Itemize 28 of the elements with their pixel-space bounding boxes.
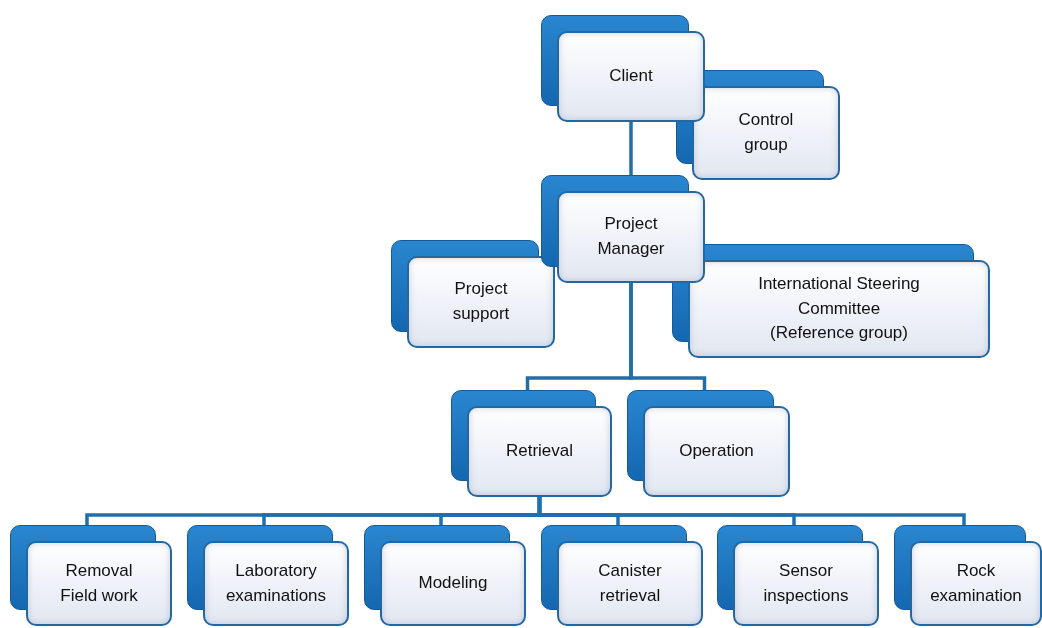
org-chart-box: [10, 525, 172, 626]
box-label: Project support: [451, 278, 511, 325]
box-label: Operation: [679, 440, 754, 463]
box-label: Client: [609, 65, 653, 88]
box-label: Retrieval: [505, 440, 574, 463]
box-label: Removal Field work: [59, 559, 139, 607]
org-chart-box: [364, 525, 526, 626]
box-label: Laboratory examinations: [224, 559, 328, 607]
org-chart-box: [541, 175, 705, 283]
box-label: Control group: [737, 109, 795, 156]
connector-line: [629, 283, 707, 390]
box-label: Sensor inspections: [762, 559, 850, 607]
box-label: Project Manager: [596, 213, 666, 260]
box-label: International Steering Committee (Reference group): [757, 273, 921, 345]
connector-line: [629, 122, 633, 175]
box-label: Canister retrieval: [597, 559, 663, 607]
org-chart-box: [672, 244, 990, 358]
org-chart-box: [391, 240, 555, 348]
org-chart-box: [717, 525, 879, 626]
org-chart-box: [541, 525, 703, 626]
org-chart-box: [541, 15, 705, 122]
org-chart-box: [451, 390, 612, 497]
box-label: Modeling: [418, 572, 488, 595]
connector-line: [537, 497, 966, 525]
org-chart-box: [894, 525, 1042, 626]
org-chart-box: [627, 390, 790, 497]
org-chart-box: [187, 525, 349, 626]
box-label: Rock examination: [929, 559, 1023, 607]
